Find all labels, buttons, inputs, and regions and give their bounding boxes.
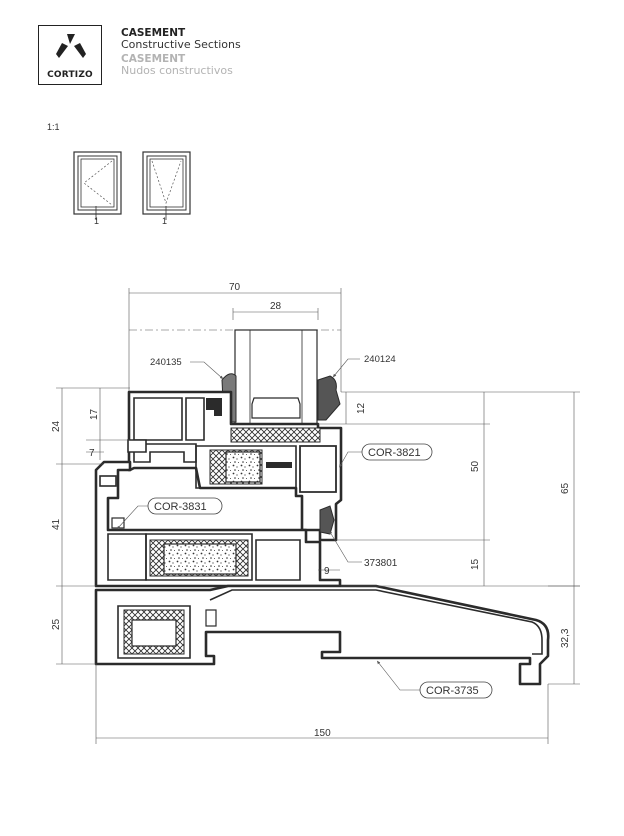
callout-240124: 240124 — [364, 354, 396, 365]
frame-profile — [94, 460, 342, 588]
scale-label: 1:1 — [47, 122, 60, 132]
callout-cor3821: COR-3821 — [339, 443, 433, 468]
thumbnail-left: 1 — [73, 151, 122, 226]
dim-70: 70 — [229, 282, 241, 293]
svg-text:COR-3735: COR-3735 — [426, 685, 479, 697]
glazing-unit — [234, 329, 318, 425]
svg-text:373801: 373801 — [364, 558, 398, 569]
bottom-dimension — [95, 664, 549, 744]
brand-name: CORTIZO — [47, 70, 93, 80]
gasket-right — [317, 375, 341, 421]
dim-32-3: 32,3 — [560, 628, 571, 648]
sash-profile — [127, 390, 343, 542]
dim-50: 50 — [470, 460, 481, 472]
callout-373801: 373801 — [329, 530, 398, 569]
thumbnail-left-label: 1 — [94, 216, 99, 226]
right-dimensions — [318, 391, 580, 685]
dim-15: 15 — [470, 558, 481, 570]
cortizo-logo-icon — [56, 34, 86, 58]
cortizo-logo: CORTIZO — [38, 25, 102, 85]
dim-24: 24 — [51, 420, 62, 432]
title-block: CASEMENT Constructive Sections CASEMENT … — [121, 27, 241, 77]
svg-text:COR-3831: COR-3831 — [154, 501, 207, 513]
subtitle-es: Nudos constructivos — [121, 64, 233, 77]
thumbnail-right-label: 1 — [162, 216, 167, 226]
dim-7: 7 — [89, 448, 95, 459]
dim-28: 28 — [270, 301, 282, 312]
title-es: CASEMENT — [121, 53, 186, 65]
callout-cor3831: COR-3831 — [116, 497, 223, 530]
left-dimensions — [56, 387, 130, 665]
dim-41: 41 — [51, 518, 62, 530]
callout-cor3735: COR-3735 — [376, 660, 493, 699]
dim-25: 25 — [51, 618, 62, 630]
callout-240135: 240135 — [150, 357, 182, 368]
sill-profile — [94, 584, 550, 686]
dim-65: 65 — [560, 482, 571, 494]
thumbnail-right: 1 — [142, 151, 191, 226]
title-en: CASEMENT — [121, 27, 186, 39]
dim-9: 9 — [324, 566, 330, 577]
dim-17: 17 — [89, 408, 100, 420]
dim-150: 150 — [314, 728, 331, 739]
subtitle-en: Constructive Sections — [121, 38, 241, 51]
svg-text:COR-3821: COR-3821 — [368, 447, 421, 459]
dim-12: 12 — [356, 402, 367, 414]
